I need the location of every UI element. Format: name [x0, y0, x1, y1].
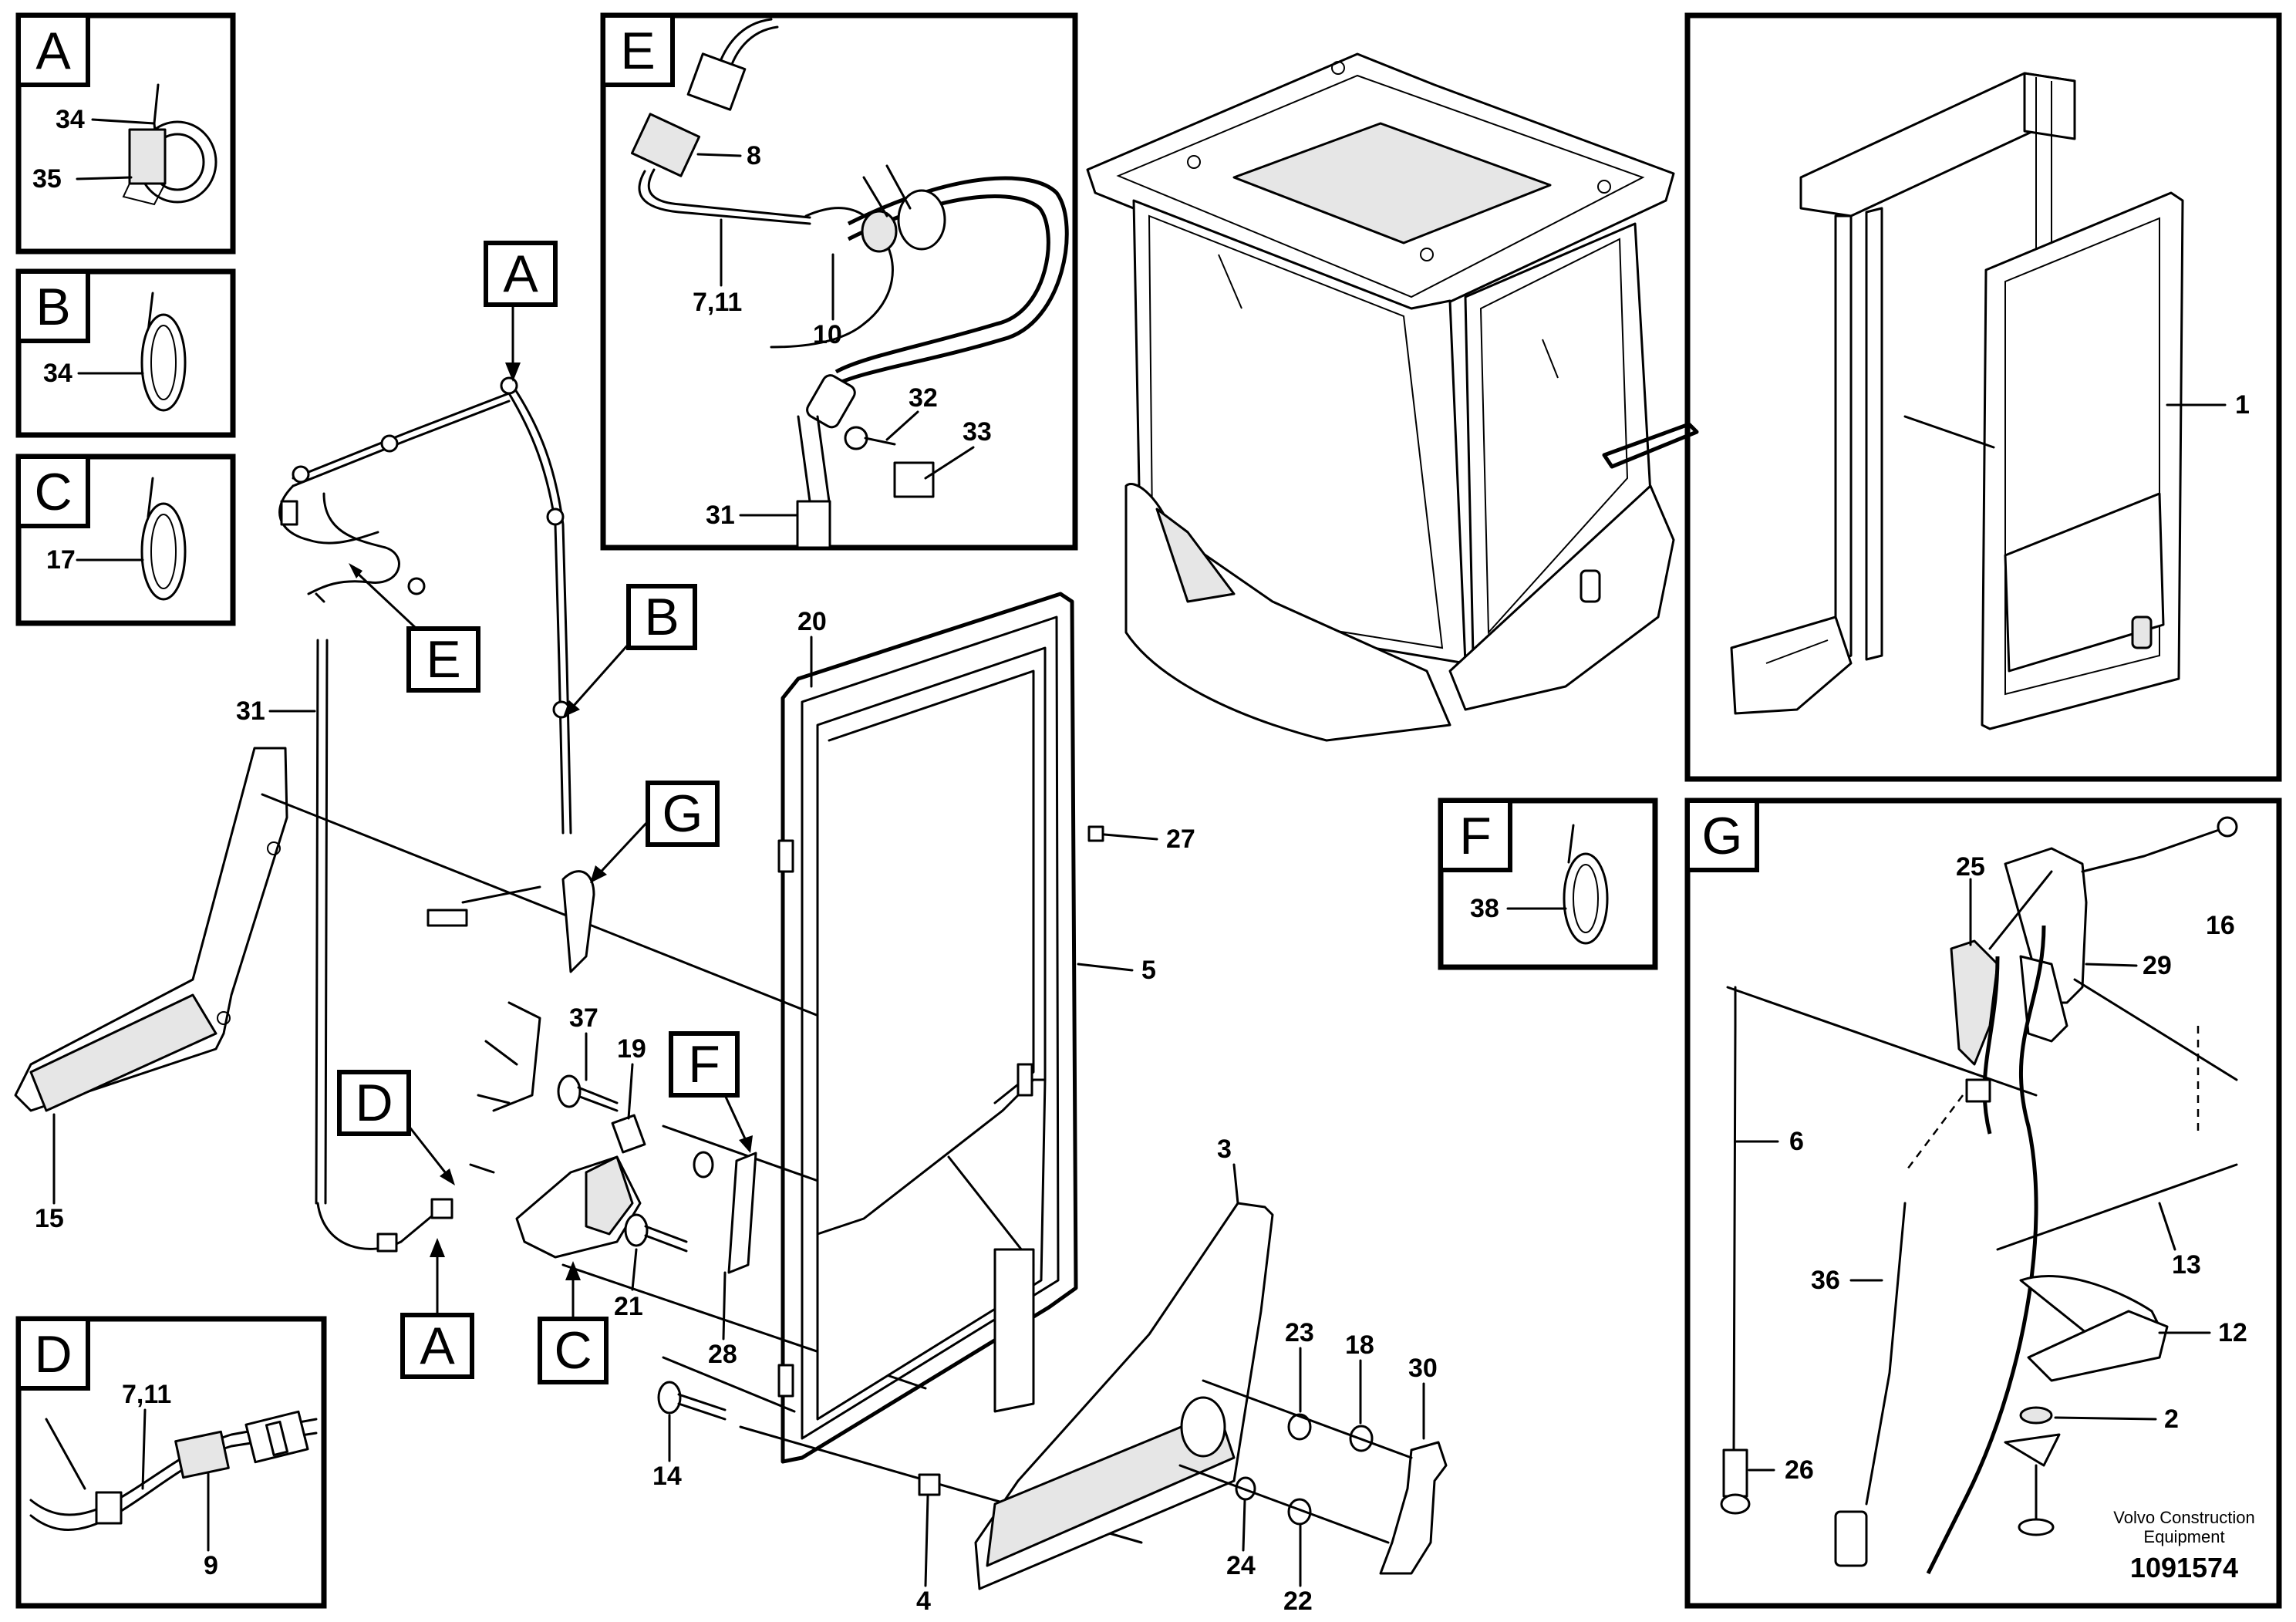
label-10: 10 [813, 320, 842, 349]
detail-box-b: B 34 [15, 268, 236, 438]
label-30: 30 [1408, 1354, 1438, 1383]
label-23: 23 [1285, 1318, 1314, 1347]
brand-line-1: Volvo Construction [2113, 1508, 2254, 1527]
callout-c: C [538, 1261, 609, 1384]
connector-harness-icon [29, 1410, 318, 1531]
detail-label-b: B [35, 278, 70, 336]
detail-label-e: E [620, 22, 655, 80]
callout-f: F [669, 1031, 753, 1153]
label-3: 3 [1217, 1135, 1232, 1164]
svg-text:B: B [644, 588, 679, 646]
detail-label-c: C [34, 463, 72, 521]
door-icon [1981, 191, 2184, 730]
label-6: 6 [1789, 1127, 1804, 1156]
label-1: 1 [2235, 390, 2250, 420]
cable-tie-holder-icon [122, 83, 217, 206]
brand-line-2: Equipment [2143, 1527, 2224, 1546]
svg-text:G: G [663, 784, 703, 843]
callout-a-bottom: A [400, 1238, 474, 1379]
cable-tie-icon [1563, 824, 1609, 945]
label-19: 19 [617, 1034, 646, 1064]
label-37: 37 [569, 1003, 598, 1033]
cab-assembly-drawing [1086, 52, 1699, 742]
label-20: 20 [797, 607, 827, 636]
detail-box-a: A 34 35 [15, 12, 236, 255]
detail-box-e: E 8 7,11 1 [600, 12, 1078, 551]
screw-icon [844, 426, 896, 450]
label-9: 9 [204, 1551, 218, 1580]
label-4: 4 [916, 1587, 931, 1616]
label-27: 27 [1166, 824, 1195, 854]
bolt-icon [557, 1074, 619, 1112]
label-26: 26 [1785, 1455, 1814, 1485]
bolt-icon [624, 1213, 688, 1253]
detail-box-f: F 38 [1438, 798, 1658, 970]
label-31-e: 31 [706, 501, 735, 530]
label-12: 12 [2218, 1318, 2247, 1347]
callout-e: E [349, 563, 480, 693]
label-29: 29 [2143, 951, 2172, 980]
label-5: 5 [1141, 956, 1156, 985]
label-34-b: 34 [43, 359, 72, 388]
label-13: 13 [2172, 1250, 2201, 1280]
detail-box-c: C 17 [15, 454, 236, 626]
dome-light-harness-icon [630, 18, 1069, 549]
detail-label-d: D [34, 1325, 72, 1384]
detail-label-g: G [1702, 807, 1743, 865]
svg-text:F: F [688, 1035, 720, 1094]
detail-box-d: D 7,11 9 [15, 1316, 327, 1609]
svg-text:C: C [554, 1321, 592, 1380]
label-16: 16 [2206, 911, 2235, 940]
callout-d: D [337, 1070, 455, 1185]
detail-label-a: A [35, 22, 71, 80]
label-36: 36 [1811, 1266, 1840, 1295]
label-18: 18 [1345, 1330, 1374, 1360]
label-28: 28 [708, 1340, 737, 1369]
label-14: 14 [652, 1462, 682, 1491]
label-33: 33 [963, 417, 992, 447]
label-31-main: 31 [236, 696, 265, 726]
label-7-11-d: 7,11 [122, 1380, 171, 1409]
document-number: 1091574 [2130, 1552, 2238, 1583]
callout-g: G [590, 781, 720, 883]
label-15: 15 [35, 1204, 64, 1233]
callout-b: B [563, 584, 697, 717]
label-22: 22 [1283, 1587, 1313, 1616]
label-8: 8 [747, 141, 761, 170]
detail-box-g: G 25 [1684, 798, 2282, 1609]
callout-a-top: A [484, 241, 558, 382]
label-25: 25 [1956, 852, 1985, 882]
label-34-a: 34 [56, 105, 85, 134]
label-2: 2 [2164, 1404, 2179, 1434]
cable-tie-icon [140, 292, 187, 412]
svg-text:E: E [426, 630, 460, 689]
label-35: 35 [32, 164, 62, 194]
detail-label-f: F [1459, 807, 1492, 865]
label-32: 32 [909, 383, 938, 413]
cable-tie-icon [140, 477, 187, 601]
svg-text:D: D [355, 1074, 393, 1132]
bolt-icon [657, 1381, 727, 1421]
door-lock-mechanism-icon [1720, 816, 2238, 1575]
label-21: 21 [614, 1292, 643, 1321]
label-17: 17 [46, 545, 76, 575]
svg-text:A: A [420, 1317, 455, 1375]
main-exploded-view [14, 376, 1448, 1590]
label-24: 24 [1226, 1551, 1256, 1580]
detail-box-door-frame: 1 [1684, 12, 2282, 782]
label-7-11-e: 7,11 [693, 288, 742, 317]
svg-text:A: A [503, 244, 538, 303]
label-38: 38 [1470, 894, 1499, 923]
